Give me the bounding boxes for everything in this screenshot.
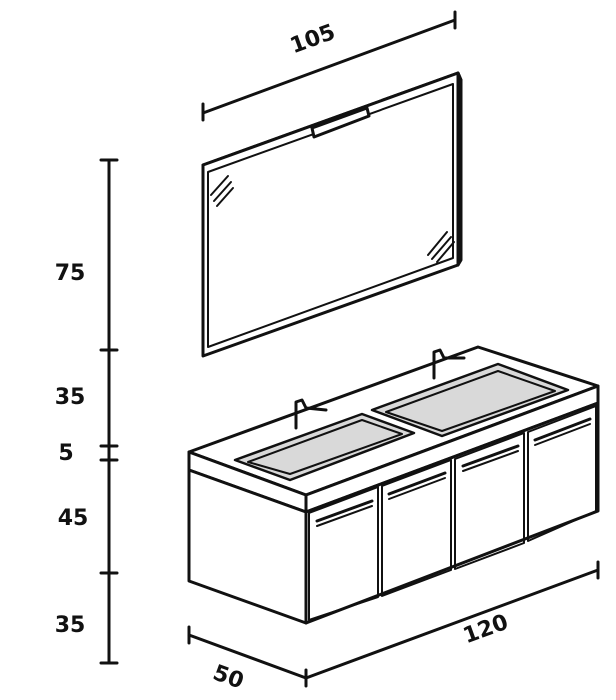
basin-left-inner <box>247 419 403 475</box>
faucet-left <box>294 398 328 430</box>
basin-right <box>370 362 570 438</box>
door-handle <box>461 444 520 468</box>
door-handle <box>315 499 374 523</box>
width-label: 120 <box>460 610 512 649</box>
depth-line <box>187 633 308 680</box>
faucet-right <box>432 348 466 380</box>
door-handle-shadow <box>316 505 373 527</box>
basin-left <box>233 412 416 482</box>
reflection-mark <box>216 187 234 207</box>
reflection-mark <box>213 181 232 202</box>
height-cabinet-label: 45 <box>58 506 89 531</box>
depth-dimension: 50 <box>187 625 308 695</box>
vanity-cabinet <box>187 345 600 625</box>
height-top-label: 5 <box>58 441 73 466</box>
mirror-lamp <box>310 106 371 139</box>
door-handle <box>387 471 447 496</box>
mirror <box>201 71 463 358</box>
width-line <box>304 568 600 680</box>
mirror-width-line <box>201 18 457 115</box>
height-floor-label: 35 <box>55 613 86 638</box>
door-handle-shadow <box>462 450 519 472</box>
reflection-mark <box>427 231 448 256</box>
cabinet-door <box>454 432 525 570</box>
depth-label: 50 <box>210 661 247 695</box>
basin-right-inner <box>385 370 556 432</box>
height-dimension: 75 35 5 45 35 <box>55 158 119 665</box>
reflection-mark <box>210 175 229 196</box>
door-handle <box>533 417 592 442</box>
cabinet-door <box>308 486 379 621</box>
mirror-glass <box>201 71 460 358</box>
mirror-inner-frame <box>207 83 454 348</box>
reflection-mark <box>436 241 455 263</box>
door-handle-shadow <box>534 423 591 446</box>
reflection-mark <box>431 236 452 260</box>
mirror-width-label: 105 <box>287 20 339 59</box>
cabinet-door <box>381 459 452 597</box>
cabinet-door <box>527 405 597 542</box>
height-gap-label: 35 <box>55 385 86 410</box>
door-handle-shadow <box>388 477 446 500</box>
height-mirror-label: 75 <box>55 261 86 286</box>
